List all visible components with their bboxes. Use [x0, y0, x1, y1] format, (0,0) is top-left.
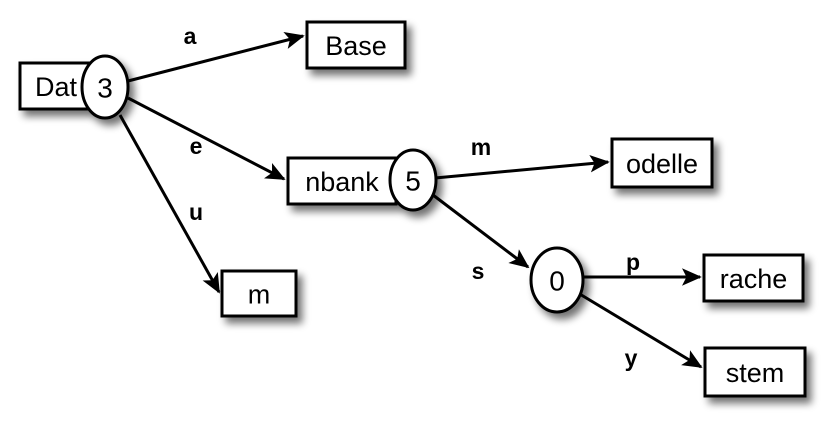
edge-s — [432, 193, 530, 269]
node-state-ellipse-nbank — [388, 148, 438, 212]
node-label-m-leaf: m — [248, 280, 271, 310]
edge-label-y: y — [625, 345, 638, 371]
node-state-label-root: 3 — [97, 73, 113, 104]
node-state-label-nbank: 5 — [405, 166, 421, 197]
node-stem[interactable] — [703, 346, 807, 398]
edge-label-p: p — [626, 249, 640, 275]
node-box-odelle — [610, 137, 714, 189]
node-label-base: Base — [325, 31, 387, 61]
node-m-leaf[interactable] — [220, 269, 298, 318]
node-label-root: Dat — [35, 72, 78, 102]
edge-labels-layer: a e u m s p y — [184, 23, 640, 371]
edge-label-u: u — [189, 199, 203, 225]
node-box-stem — [703, 346, 807, 398]
edge-m — [434, 154, 610, 180]
node-nbank[interactable] — [286, 148, 438, 212]
node-box-rache — [702, 253, 805, 303]
node-state-ellipse-root — [80, 54, 130, 120]
edge-label-s: s — [472, 258, 485, 284]
node-state-ellipse-zero — [529, 246, 585, 314]
node-label-nbank: nbank — [305, 167, 379, 197]
node-zero[interactable] — [529, 246, 585, 314]
nodes-layer: Dat 3 Base nbank 5 m odelle 0 rache stem — [18, 20, 807, 398]
node-label-odelle: odelle — [626, 149, 698, 179]
edge-a — [127, 32, 305, 83]
node-box-root — [18, 61, 94, 111]
node-state-label-zero: 0 — [549, 266, 565, 297]
edge-y — [577, 291, 703, 369]
edge-u — [118, 114, 221, 294]
node-odelle[interactable] — [610, 137, 714, 189]
edge-label-m: m — [471, 134, 491, 160]
edge-label-a: a — [184, 23, 197, 49]
node-base[interactable] — [305, 20, 407, 70]
edge-label-e: e — [190, 133, 203, 159]
node-box-base — [305, 20, 407, 70]
node-rache[interactable] — [702, 253, 805, 303]
edges-layer — [118, 32, 703, 369]
node-box-m-leaf — [220, 269, 298, 318]
edge-e — [127, 96, 286, 181]
node-label-rache: rache — [720, 264, 788, 294]
node-box-nbank — [286, 156, 398, 206]
node-label-stem: stem — [726, 358, 785, 388]
node-root[interactable] — [18, 54, 130, 120]
